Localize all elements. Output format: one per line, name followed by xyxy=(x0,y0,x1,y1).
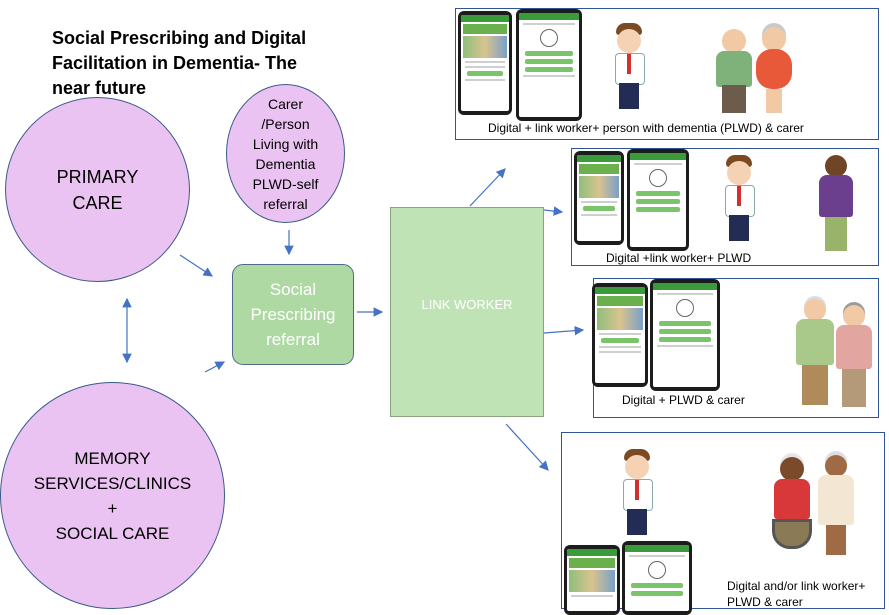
panel-digital-or-link-worker-plwd-carer: Digital and/or link worker+ PLWD & carer xyxy=(561,432,885,615)
title-line-3: near future xyxy=(52,78,147,98)
carer-line-6: referral xyxy=(263,195,308,212)
phone-illustration xyxy=(458,11,512,115)
arrow-memory-to-social xyxy=(204,361,226,373)
diagram-title: Social Prescribing and Digital Facilitat… xyxy=(52,26,342,101)
panel-digital-plwd-carer: Digital + PLWD & carer xyxy=(592,278,879,418)
social-line-1: Social xyxy=(269,280,317,299)
carer-line-4: Dementia xyxy=(255,155,316,172)
carer-figure xyxy=(754,27,794,113)
phone-illustration xyxy=(622,541,692,615)
phone-illustration xyxy=(574,151,624,245)
link-worker-label: LINK WORKER xyxy=(421,297,513,312)
memory-line-4: SOCIAL CARE xyxy=(55,523,170,543)
social-line-3: referral xyxy=(266,330,320,349)
memory-line-3: + xyxy=(107,498,118,518)
link-worker-node: LINK WORKER xyxy=(390,207,544,417)
primary-care-line-1: PRIMARY xyxy=(56,166,139,187)
social-line-2: Prescribing xyxy=(250,305,336,324)
panel-3-caption: Digital + PLWD & carer xyxy=(622,393,745,407)
memory-line-1: MEMORY xyxy=(74,448,151,468)
carer-line-1: Carer xyxy=(267,95,303,112)
panel-4-caption: Digital and/or link worker+ PLWD & carer xyxy=(727,578,865,610)
person-with-dementia-figure xyxy=(794,299,836,411)
phone-illustration xyxy=(592,283,648,387)
panel-4-caption-line-1: Digital and/or link worker+ xyxy=(727,579,866,593)
title-line-2: Facilitation in Dementia- The xyxy=(52,53,298,73)
panel-4-caption-line-2: PLWD & carer xyxy=(727,595,803,609)
title-line-1: Social Prescribing and Digital xyxy=(52,28,307,48)
arrow-link-to-panel2 xyxy=(543,206,564,216)
social-prescribing-node: Social Prescribing referral xyxy=(232,264,354,365)
phone-illustration xyxy=(627,149,689,251)
memory-services-node: MEMORY SERVICES/CLINICS + SOCIAL CARE xyxy=(0,382,225,609)
carer-figure xyxy=(834,305,874,411)
carer-self-referral-node: Carer /Person Living with Dementia PLWD-… xyxy=(226,84,345,223)
person-with-dementia-figure xyxy=(817,155,853,251)
panel-digital-link-worker-plwd-carer: Digital + link worker+ person with demen… xyxy=(455,8,879,140)
phone-illustration xyxy=(564,545,620,615)
carer-line-3: Living with xyxy=(252,135,319,152)
arrow-link-to-panel4 xyxy=(505,423,549,471)
carer-figure xyxy=(816,455,856,557)
person-with-dementia-figure xyxy=(714,29,754,113)
panel-digital-link-worker-plwd: Digital +link worker+ PLWD xyxy=(571,148,879,266)
person-with-dementia-figure xyxy=(770,457,814,557)
arrow-primary-to-social xyxy=(179,254,214,277)
link-worker-figure xyxy=(612,23,646,113)
memory-line-2: SERVICES/CLINICS xyxy=(33,473,192,493)
arrow-link-to-panel3 xyxy=(543,325,585,336)
primary-care-node: PRIMARY CARE xyxy=(5,97,190,282)
link-worker-figure xyxy=(722,155,756,245)
panel-2-caption: Digital +link worker+ PLWD xyxy=(606,251,752,265)
arrow-link-to-panel1 xyxy=(469,168,506,207)
primary-care-line-2: CARE xyxy=(72,192,123,213)
link-worker-figure xyxy=(620,449,654,539)
carer-line-5: PLWD-self xyxy=(252,175,319,192)
phone-illustration xyxy=(516,9,582,121)
carer-line-2: /Person xyxy=(261,115,310,132)
phone-illustration xyxy=(650,279,720,391)
panel-1-caption: Digital + link worker+ person with demen… xyxy=(488,121,804,135)
